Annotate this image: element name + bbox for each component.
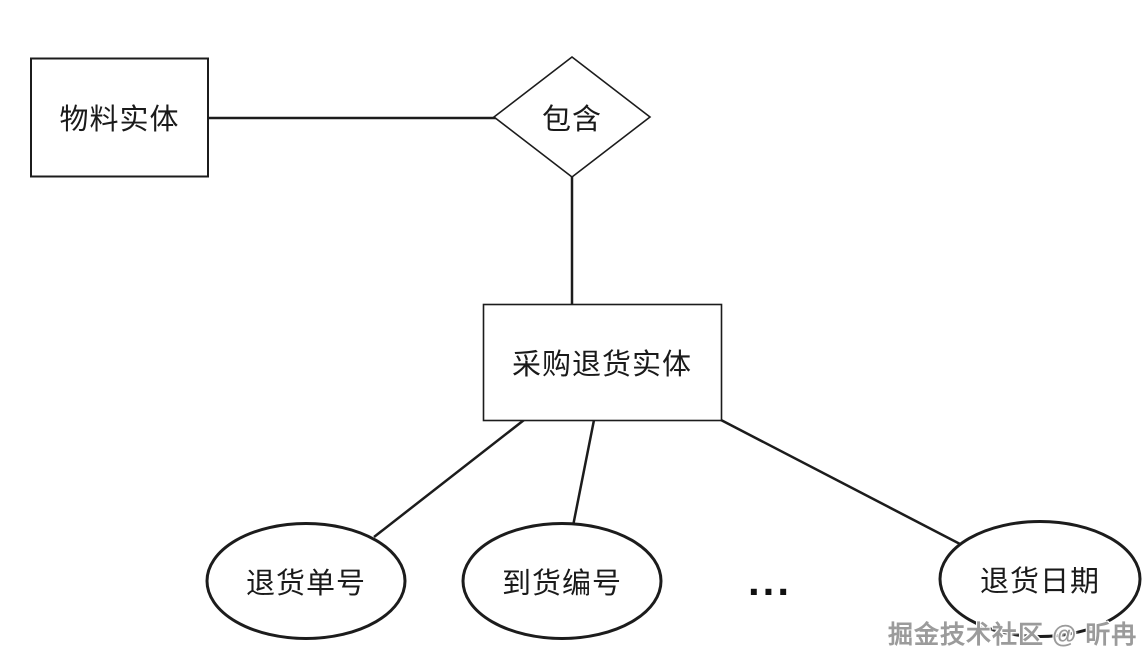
connector-return-to-attr3 [720, 418, 961, 546]
material-entity-label: 物料实体 [59, 104, 180, 136]
purchase-return-entity-label: 采购退货实体 [511, 349, 692, 381]
purchase-return-entity-shape [482, 303, 723, 422]
attr-arrival-no-shape [461, 522, 663, 640]
connector-return-to-attr2 [571, 419, 596, 527]
contains-relationship-shape [492, 55, 652, 179]
attr-arrival-no-label: 到货编号 [501, 568, 622, 600]
watermark-text: 掘金技术社区 @ 昕冉 [888, 621, 1138, 649]
contains-relationship-label: 包含 [541, 104, 602, 136]
attr-return-date-label: 退货日期 [979, 566, 1100, 598]
connector-return-to-attr1 [373, 419, 525, 538]
attr-return-order-no-label: 退货单号 [245, 568, 366, 600]
attributes-ellipsis: ... [747, 556, 792, 604]
attr-return-date-shape [938, 520, 1142, 638]
material-entity-shape [30, 57, 209, 178]
attr-return-order-no-shape [205, 522, 407, 640]
